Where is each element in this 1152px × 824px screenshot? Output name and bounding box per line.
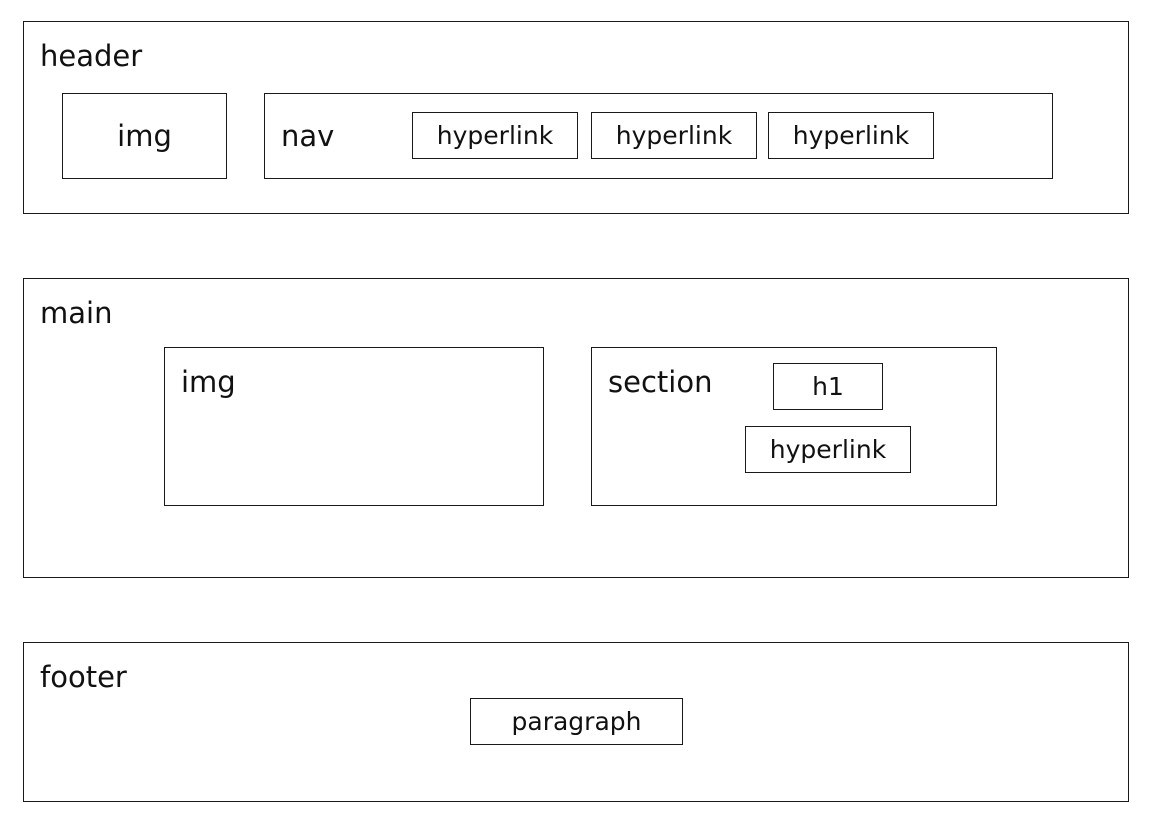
footer-block: footer paragraph xyxy=(23,642,1129,802)
h1-label: h1 xyxy=(812,372,844,401)
nav-label: nav xyxy=(281,119,335,153)
main-label: main xyxy=(40,296,113,330)
section-block: section h1 hyperlink xyxy=(591,347,997,506)
nav-hyperlink-1-label: hyperlink xyxy=(436,121,554,150)
nav-hyperlink-3: hyperlink xyxy=(768,112,934,159)
section-label: section xyxy=(608,365,713,399)
nav-hyperlink-1: hyperlink xyxy=(412,112,578,159)
nav-hyperlink-2-label: hyperlink xyxy=(615,121,733,150)
main-block: main img section h1 hyperlink xyxy=(23,278,1129,578)
header-img-block: img xyxy=(62,93,227,179)
section-hyperlink: hyperlink xyxy=(745,426,911,473)
nav-hyperlink-3-label: hyperlink xyxy=(792,121,910,150)
main-img-block: img xyxy=(164,347,544,506)
main-img-label: img xyxy=(181,365,236,399)
h1-block: h1 xyxy=(773,363,883,410)
header-img-label: img xyxy=(117,118,172,153)
footer-label: footer xyxy=(40,660,127,694)
section-hyperlink-label: hyperlink xyxy=(769,435,887,464)
header-block: header img nav hyperlink hyperlink hyper… xyxy=(23,21,1129,214)
paragraph-label: paragraph xyxy=(511,707,642,736)
header-label: header xyxy=(40,39,143,73)
nav-block: nav hyperlink hyperlink hyperlink xyxy=(264,93,1053,179)
nav-hyperlink-2: hyperlink xyxy=(591,112,757,159)
paragraph-block: paragraph xyxy=(470,698,683,745)
